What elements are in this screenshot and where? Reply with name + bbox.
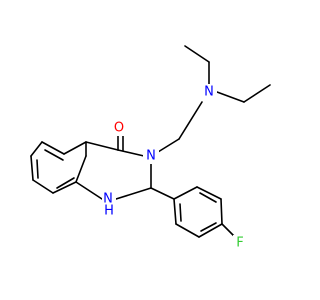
double-bond-inner — [200, 222, 217, 232]
ring-nh-hydrogen-label: H — [104, 204, 114, 219]
ring-nitrogen-3-label: N — [146, 149, 156, 164]
bond-ph2 — [196, 186, 222, 200]
label-bg — [111, 120, 127, 136]
bond-c4-n3 — [117, 149, 145, 157]
bond-c5-c6 — [41, 141, 65, 155]
label-bg — [143, 148, 159, 164]
double-bond-inner — [44, 149, 64, 161]
bond-c8a-c8 — [32, 179, 54, 194]
double-bond-inner — [56, 177, 75, 189]
double-bond-inner — [36, 159, 39, 179]
label-bg — [233, 235, 247, 251]
bond-ch2-ch2 — [178, 101, 203, 140]
bond-n-ethyl-a1 — [216, 91, 245, 103]
bond-c4a-c5 — [63, 141, 87, 155]
bond-c6-c7 — [30, 141, 43, 157]
bond-n-ethyl-b2 — [184, 45, 210, 63]
label-bg — [201, 84, 217, 100]
bond-ph5 — [175, 223, 200, 238]
amine-nitrogen-label: N — [204, 85, 214, 100]
structure-canvas: O N N H N F — [30, 45, 271, 251]
ring-nitrogen-1-label: N — [103, 192, 113, 207]
bond-n3-ch2 — [157, 138, 180, 153]
bonds-group — [30, 45, 271, 238]
bond-c-f — [221, 223, 235, 237]
bond-ph6 — [173, 198, 177, 225]
label-bg — [102, 192, 116, 206]
bond-c8-c9 — [52, 181, 77, 194]
bond-ph1 — [173, 186, 198, 200]
bond-c7-c8a — [30, 155, 34, 181]
bond-ph4 — [198, 223, 223, 238]
bond-c9-c4a — [75, 155, 87, 183]
double-bond-inner — [179, 203, 182, 222]
bond-c2-n1 — [115, 187, 152, 200]
bond-n1-c9 — [75, 181, 103, 200]
bond-c2-ph — [150, 187, 175, 200]
double-bond-inner — [199, 192, 217, 203]
carbonyl-oxygen-label: O — [114, 121, 124, 136]
bond-ph3 — [220, 198, 223, 225]
bond-c4a-c4 — [85, 141, 119, 151]
bond-n-ethyl-a2 — [243, 84, 271, 103]
fluorine-label: F — [236, 236, 243, 251]
molecule-structure: O N N H N F — [30, 45, 271, 251]
